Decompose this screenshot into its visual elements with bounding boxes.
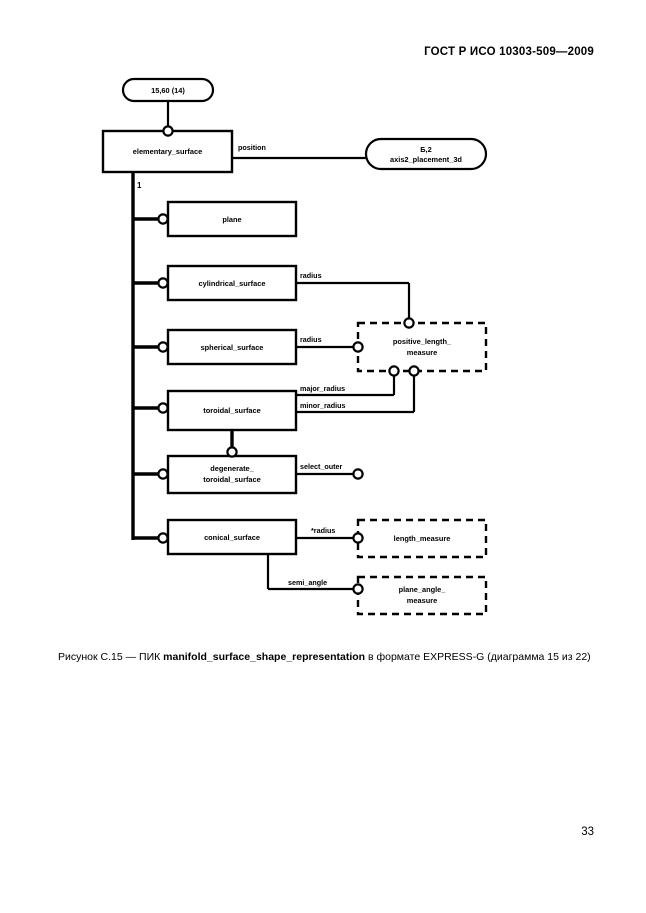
entity-label-positive-length-measure-line2: measure: [407, 348, 437, 357]
page-ref-top-label: 15,60 (14): [151, 86, 185, 95]
circle-degenerate-supertype: [157, 468, 169, 480]
entity-label-elementary-surface: elementary_surface: [133, 147, 202, 156]
entity-label-toroidal-surface: toroidal_surface: [203, 406, 261, 415]
attribute-label-radius-conical: *radius: [311, 526, 335, 535]
standard-header: ГОСТ Р ИСО 10303-509—2009: [424, 46, 594, 58]
entity-label-degenerate-toroidal-surface-line2: toroidal_surface: [203, 475, 261, 484]
entity-boxes: elementary_surface plane cylindrical_sur…: [101, 129, 488, 616]
attribute-label-semi-angle: semi_angle: [288, 578, 327, 587]
entity-label-plane-angle-measure-line2: measure: [407, 596, 437, 605]
circle-select-outer-terminator: [352, 468, 364, 480]
entity-box-plane[interactable]: [166, 200, 298, 238]
attribute-label-radius-spherical: radius: [300, 335, 322, 344]
page-ref-axis2-line2: axis2_placement_3d: [390, 155, 462, 164]
attribute-label-major-radius: major_radius: [300, 384, 345, 393]
entity-label-spherical-surface: spherical_surface: [201, 343, 264, 352]
entity-label-conical-surface: conical_surface: [204, 533, 260, 542]
relationship-circles: [157, 125, 420, 595]
page-number: 33: [581, 826, 594, 838]
attribute-labels: position radius radius major_radius mino…: [238, 143, 346, 587]
circle-radius-con-terminator: [352, 532, 364, 544]
attribute-label-position: position: [238, 143, 266, 152]
connector-lines: [131, 101, 416, 591]
circle-toroidal-supertype: [157, 402, 169, 414]
circle-cylindrical-supertype: [157, 277, 169, 289]
entity-label-plane-angle-measure-line1: plane_angle_: [399, 585, 447, 594]
figure-caption: Рисунок С.15 — ПИК manifold_surface_shap…: [58, 651, 591, 663]
circle-ref-top-to-elementary: [162, 125, 174, 137]
attribute-label-radius-cylindrical: radius: [300, 271, 322, 280]
entity-label-degenerate-toroidal-surface-line1: degenerate_: [210, 464, 254, 473]
entity-box-toroidal-surface[interactable]: [166, 389, 298, 432]
circle-plane-supertype: [157, 213, 169, 225]
page-ref-axis2-line1: Б,2: [420, 145, 431, 154]
circle-conical-supertype: [157, 532, 169, 544]
circle-radius-sph-terminator: [352, 341, 364, 353]
entity-label-positive-length-measure-line1: positive_length_: [393, 337, 452, 346]
page-ref-oval-top[interactable]: [121, 77, 215, 103]
caption-prefix: Рисунок С.15 — ПИК: [58, 651, 164, 663]
circle-spherical-supertype: [157, 341, 169, 353]
entity-label-cylindrical-surface: cylindrical_surface: [199, 279, 266, 288]
page-ref-oval-axis2[interactable]: [364, 137, 488, 171]
entity-box-plane-angle-measure[interactable]: [356, 575, 488, 616]
cardinality-label-subtype: 1: [137, 181, 142, 190]
caption-suffix: в формате EXPRESS-G (диаграмма 15 из 22): [365, 651, 591, 663]
attribute-label-minor-radius: minor_radius: [300, 401, 346, 410]
circle-radius-cyl-terminator: [403, 317, 415, 329]
circle-minor-radius-terminator: [408, 365, 420, 377]
page-reference-nodes: 15,60 (14) Б,2 axis2_placement_3d: [121, 77, 488, 171]
attribute-label-select-outer: select_outer: [300, 462, 343, 471]
caption-entity-name: manifold_surface_shape_representation: [163, 651, 366, 663]
circle-semi-angle-terminator: [352, 583, 364, 595]
circle-toroidal-to-degenerate: [226, 446, 238, 458]
entity-label-plane: plane: [222, 215, 241, 224]
entity-box-positive-length-measure[interactable]: [356, 321, 488, 373]
entity-label-length-measure: length_measure: [394, 534, 451, 543]
entity-box-length-measure[interactable]: [356, 518, 488, 559]
circle-major-radius-terminator: [388, 365, 400, 377]
